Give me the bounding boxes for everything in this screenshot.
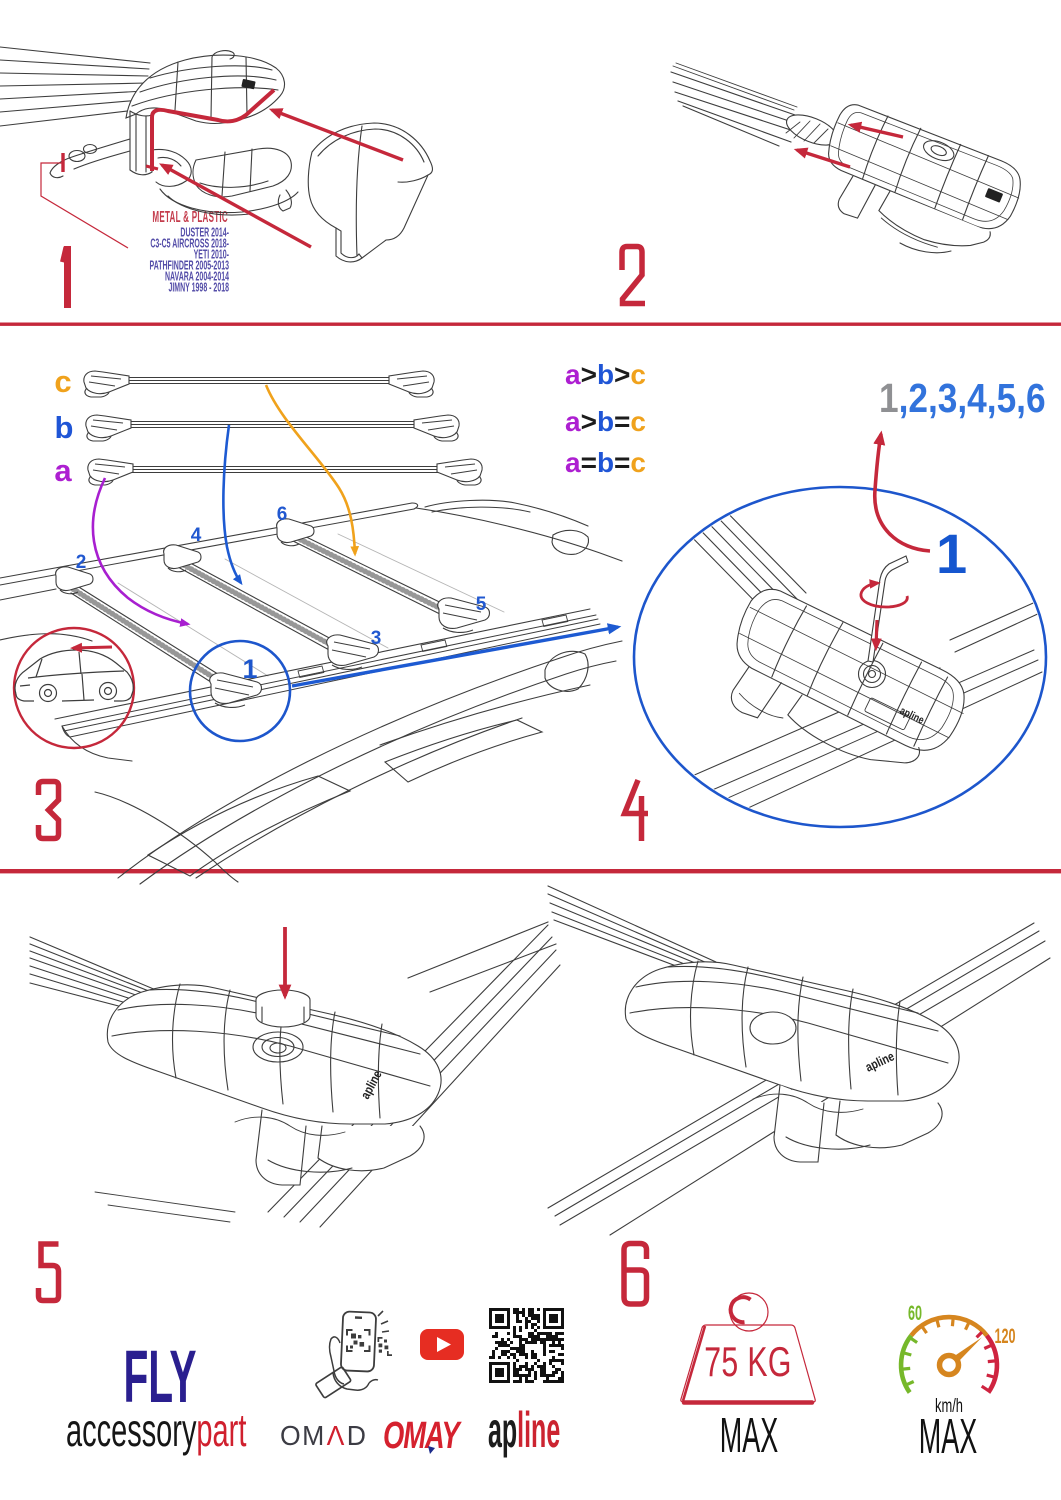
- svg-text:120: 120: [995, 1324, 1016, 1348]
- svg-text:1: 1: [936, 522, 967, 585]
- svg-text:METAL & PLASTIC: METAL & PLASTIC: [152, 208, 228, 226]
- svg-text:PATHFINDER 2005-2013: PATHFINDER 2005-2013: [150, 260, 230, 274]
- svg-text:4: 4: [191, 525, 202, 546]
- svg-text:km/h: km/h: [935, 1396, 963, 1417]
- svg-text:OMAY: OMAY: [383, 1415, 462, 1457]
- svg-text:75 KG: 75 KG: [704, 1338, 792, 1385]
- svg-text:3: 3: [371, 628, 382, 649]
- svg-text:a=b=c: a=b=c: [565, 447, 646, 478]
- svg-text:accessorypart: accessorypart: [66, 1405, 247, 1456]
- svg-text:b: b: [55, 410, 74, 445]
- svg-text:a>b>c: a>b>c: [565, 359, 646, 390]
- svg-text:6: 6: [277, 504, 288, 525]
- svg-text:MAX: MAX: [720, 1409, 778, 1464]
- svg-text:FLY: FLY: [123, 1335, 196, 1418]
- svg-text:c: c: [54, 364, 71, 399]
- svg-text:apline: apline: [488, 1403, 560, 1459]
- svg-text:NAVARA 2004-2014: NAVARA 2004-2014: [165, 271, 229, 285]
- svg-text:YETI 2010-: YETI 2010-: [194, 249, 229, 263]
- svg-text:a: a: [54, 453, 72, 488]
- svg-text:OMΛD: OMΛD: [280, 1419, 367, 1451]
- svg-text:60: 60: [908, 1301, 922, 1325]
- svg-text:C3-C5 AIRCROSS 2018-: C3-C5 AIRCROSS 2018-: [150, 238, 229, 252]
- svg-text:JIMNY 1998 - 2018: JIMNY 1998 - 2018: [168, 282, 229, 296]
- svg-text:a>b=c: a>b=c: [565, 406, 646, 437]
- svg-text:5: 5: [476, 594, 487, 615]
- svg-text:DUSTER 2014-: DUSTER 2014-: [180, 227, 229, 241]
- svg-text:MAX: MAX: [919, 1410, 977, 1465]
- svg-text:2: 2: [76, 552, 87, 573]
- svg-text:1: 1: [242, 654, 257, 684]
- svg-text:1,2,3,4,5,6: 1,2,3,4,5,6: [879, 376, 1046, 422]
